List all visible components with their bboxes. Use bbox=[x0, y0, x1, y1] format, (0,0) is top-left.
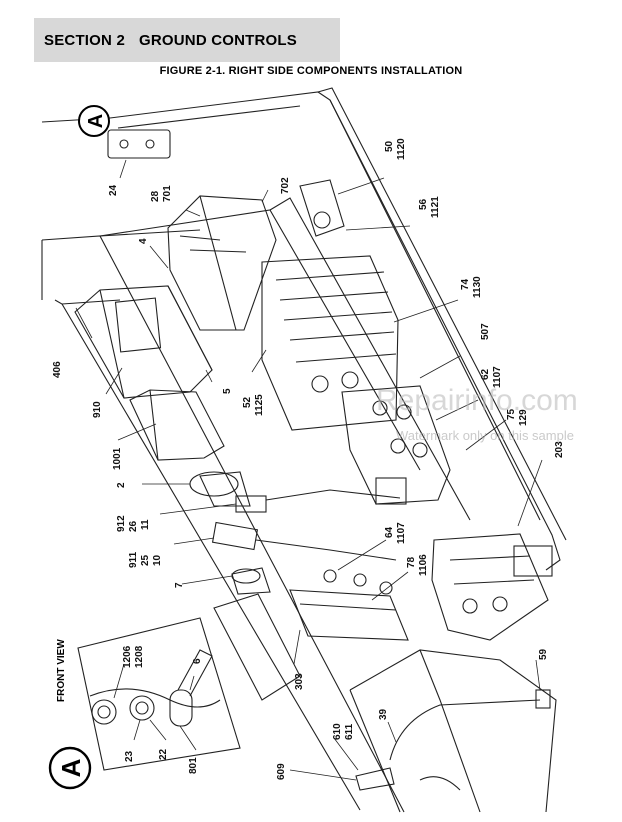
callout-39: 39 bbox=[378, 708, 389, 720]
callout-74: 74 bbox=[460, 278, 471, 290]
callout-910: 910 bbox=[92, 401, 103, 418]
callout-1121: 1121 bbox=[430, 196, 441, 218]
callout-64: 64 bbox=[384, 526, 395, 538]
callout-6: 6 bbox=[192, 658, 203, 664]
callout-1107a: 1107 bbox=[492, 366, 503, 388]
callout-62: 62 bbox=[480, 368, 491, 380]
callout-1107b: 1107 bbox=[396, 522, 407, 544]
callout-25: 25 bbox=[140, 554, 151, 566]
callout-303: 303 bbox=[294, 673, 305, 690]
section-title: GROUND CONTROLS bbox=[138, 31, 297, 49]
callout-7: 7 bbox=[174, 582, 185, 588]
components-drawing: A A FRONT VIEW 24 28 701 702 4 50 1120 5… bbox=[41, 87, 578, 813]
callout-4: 4 bbox=[138, 238, 149, 244]
figure-caption: FIGURE 2-1. RIGHT SIDE COMPONENTS INSTAL… bbox=[159, 65, 463, 77]
watermark-note: Watermark only on this sample bbox=[396, 428, 574, 443]
callout-5: 5 bbox=[222, 388, 233, 394]
line-art bbox=[41, 87, 567, 813]
callout-numbers: 24 28 701 702 4 50 1120 56 1121 74 1130 … bbox=[52, 138, 565, 780]
callout-11: 11 bbox=[140, 519, 151, 530]
section-header: SECTION 2 GROUND CONTROLS bbox=[34, 18, 340, 62]
watermark-site: Repairinfo.com bbox=[376, 384, 578, 417]
callout-22: 22 bbox=[158, 748, 169, 760]
callout-50: 50 bbox=[384, 140, 395, 152]
callout-52: 52 bbox=[242, 396, 253, 408]
callout-801: 801 bbox=[188, 757, 199, 774]
callout-609: 609 bbox=[276, 763, 287, 780]
front-view-label: FRONT VIEW bbox=[56, 639, 67, 702]
callout-701: 701 bbox=[162, 185, 173, 202]
callout-611: 611 bbox=[344, 723, 355, 740]
callout-23: 23 bbox=[124, 750, 135, 762]
callout-78: 78 bbox=[406, 556, 417, 568]
callout-56: 56 bbox=[418, 198, 429, 210]
detail-label-top: A bbox=[85, 114, 107, 128]
detail-label-bottom: A bbox=[56, 758, 86, 777]
callout-2: 2 bbox=[116, 482, 127, 488]
section-number: SECTION 2 bbox=[44, 31, 125, 49]
callout-26: 26 bbox=[128, 520, 139, 532]
callout-610: 610 bbox=[332, 723, 343, 740]
leader-lines bbox=[75, 159, 543, 781]
callout-203: 203 bbox=[554, 441, 565, 458]
callout-59: 59 bbox=[538, 648, 549, 660]
callout-507: 507 bbox=[480, 323, 491, 340]
callout-1130: 1130 bbox=[472, 276, 483, 298]
callout-24: 24 bbox=[108, 184, 119, 196]
callout-28: 28 bbox=[150, 190, 161, 202]
callout-1125: 1125 bbox=[254, 394, 265, 416]
callout-1106: 1106 bbox=[418, 554, 429, 576]
callout-75: 75 bbox=[506, 408, 517, 420]
callout-911: 911 bbox=[128, 551, 139, 568]
callout-1120: 1120 bbox=[396, 138, 407, 160]
callout-10: 10 bbox=[152, 554, 163, 566]
callout-1001: 1001 bbox=[112, 447, 123, 470]
callout-702: 702 bbox=[280, 177, 291, 194]
callout-1208: 1208 bbox=[134, 645, 145, 668]
callout-129: 129 bbox=[518, 409, 529, 426]
callout-912: 912 bbox=[116, 515, 127, 532]
detail-marker-bottom: A bbox=[48, 746, 92, 790]
callout-406: 406 bbox=[52, 361, 63, 378]
detail-marker-top: A bbox=[78, 105, 110, 137]
callout-1206: 1206 bbox=[122, 645, 133, 668]
